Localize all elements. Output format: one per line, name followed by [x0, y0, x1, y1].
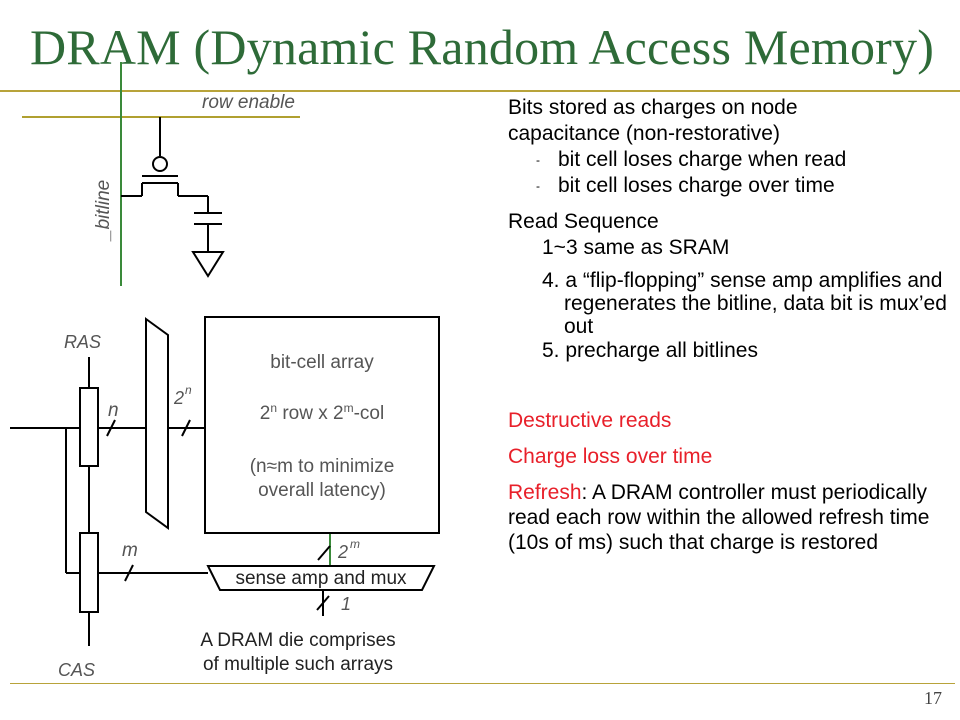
- address-wiring: [10, 357, 331, 646]
- cas-latch: [79, 532, 99, 613]
- read-sequence-heading: Read Sequence: [508, 210, 659, 233]
- bullet-bits-stored-line2: capacitance (non-restorative): [508, 122, 780, 145]
- row-decoder: [145, 317, 169, 530]
- footer-divider: [10, 683, 955, 684]
- storage-capacitor: [194, 212, 222, 252]
- cas-label: CAS: [58, 660, 95, 680]
- row-select-width-exp: n: [185, 383, 192, 397]
- dram-diagram: row enable _bitline RAS CAS n m: [10, 62, 440, 680]
- output-width-label: 1: [341, 594, 351, 614]
- array-title: bit-cell array: [270, 352, 374, 373]
- sense-amp-mux: [206, 565, 436, 591]
- ras-latch: [79, 387, 99, 467]
- bit-cell-array: [204, 316, 440, 534]
- row-select-width-base: 2: [173, 388, 184, 408]
- sense-amp-label: sense amp and mux: [235, 568, 407, 589]
- sub-bullet-read-loss: -bit cell loses charge when read: [536, 148, 847, 171]
- bullet-bits-stored: Bits stored as charges on node capacitan…: [508, 95, 948, 147]
- column-width-base: 2: [337, 542, 348, 562]
- array-note-line2: overall latency): [258, 480, 386, 501]
- slide-title: DRAM (Dynamic Random Access Memory): [30, 19, 935, 75]
- sub-bullet-time-loss: -bit cell loses charge over time: [536, 174, 835, 197]
- refresh-description: : A DRAM controller must periodically re…: [508, 481, 930, 554]
- array-note-line1: (n≈m to minimize: [250, 456, 395, 477]
- ras-label: RAS: [64, 332, 101, 352]
- sub-bullet-marker: -: [536, 179, 540, 193]
- charge-loss: Charge loss over time: [508, 445, 713, 468]
- column-width-exp: m: [350, 537, 360, 551]
- die-note-line1: A DRAM die comprises: [200, 630, 395, 651]
- step-5: 5. precharge all bitlines: [542, 339, 758, 362]
- title-divider: [0, 90, 960, 92]
- step-1-3: 1~3 same as SRAM: [542, 236, 730, 259]
- die-note-line2: of multiple such arrays: [203, 654, 393, 675]
- destructive-reads: Destructive reads: [508, 409, 672, 432]
- slide-body: Bits stored as charges on node capacitan…: [508, 95, 948, 555]
- refresh-term: Refresh: [508, 481, 582, 504]
- refresh-paragraph: Refresh: A DRAM controller must periodic…: [508, 480, 948, 555]
- sub-bullet-marker: -: [536, 153, 540, 167]
- ground-icon: [191, 251, 225, 278]
- m-label: m: [122, 540, 138, 561]
- array-dimensions: 2n row x 2m-col: [260, 401, 384, 424]
- bullet-bits-stored-line1: Bits stored as charges on node: [508, 96, 798, 119]
- page-number: 17: [924, 688, 942, 708]
- access-transistor: [121, 117, 209, 213]
- n-label: n: [108, 400, 119, 421]
- row-enable-label: row enable: [202, 92, 295, 113]
- step-4: 4. a “flip-flopping” sense amp amplifies…: [542, 269, 947, 338]
- bitline-label: _bitline: [93, 180, 114, 242]
